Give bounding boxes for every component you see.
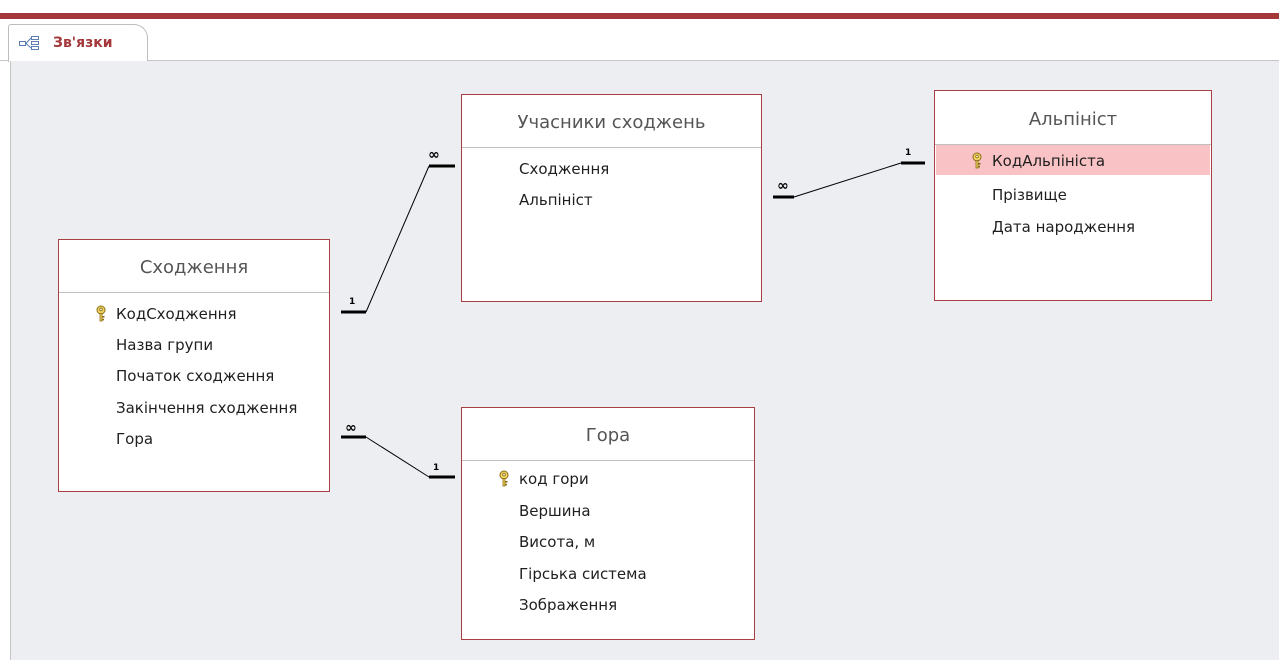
table-title[interactable]: Альпініст (935, 91, 1211, 145)
field-hirska-systema[interactable]: Гірська система (463, 558, 753, 588)
top-strip (0, 0, 1279, 13)
field-data-narodzhennia[interactable]: Дата народження (936, 211, 1210, 241)
field-label: Альпініст (519, 191, 593, 209)
table-title[interactable]: Учасники сходжень (462, 95, 761, 148)
document-tab-row: Зв'язки (0, 19, 1279, 62)
relationships-icon (19, 36, 39, 50)
field-kod-alpinista[interactable]: КодАльпініста (936, 145, 1210, 175)
field-label: Висота, м (519, 533, 596, 551)
field-alpinist[interactable]: Альпініст (463, 184, 760, 214)
field-label: код гори (519, 470, 589, 488)
field-label: КодСходження (116, 305, 237, 323)
field-label: Назва групи (116, 336, 214, 354)
field-label: Вершина (519, 502, 591, 520)
primary-key-icon (972, 152, 982, 169)
table-title[interactable]: Сходження (59, 240, 329, 293)
accent-bar (0, 13, 1279, 19)
field-nazva-hrupy[interactable]: Назва групи (60, 329, 328, 359)
table-hora[interactable]: Гора код гори Вершина Висота, м Гірська … (461, 407, 755, 640)
field-kod-hory[interactable]: код гори (463, 463, 753, 493)
table-uchasnyky-skhodzhen[interactable]: Учасники сходжень Сходження Альпініст (461, 94, 762, 302)
field-label: Початок сходження (116, 367, 275, 385)
field-label: Гірська система (519, 565, 647, 583)
field-kod-skhodzhennia[interactable]: КодСходження (60, 298, 328, 328)
field-prizvyshche[interactable]: Прізвище (936, 179, 1210, 209)
field-label: Закінчення сходження (116, 399, 298, 417)
table-title[interactable]: Гора (462, 408, 754, 461)
field-vershyna[interactable]: Вершина (463, 495, 753, 525)
field-skhodzhennia[interactable]: Сходження (463, 153, 760, 183)
field-label: Зображення (519, 596, 618, 614)
field-label: Дата народження (992, 218, 1136, 236)
tab-label: Зв'язки (53, 35, 113, 51)
field-vysota[interactable]: Висота, м (463, 526, 753, 556)
field-label: КодАльпініста (992, 152, 1106, 170)
primary-key-icon (499, 470, 509, 487)
primary-key-icon (96, 305, 106, 322)
field-label: Гора (116, 430, 154, 448)
tab-relationships[interactable]: Зв'язки (8, 24, 148, 62)
field-pochatok-skhodzhennia[interactable]: Початок сходження (60, 360, 328, 390)
table-alpinist[interactable]: Альпініст КодАльпініста Прізвище Дата на… (934, 90, 1212, 301)
field-label: Прізвище (992, 186, 1067, 204)
field-zobrazhennia[interactable]: Зображення (463, 589, 753, 619)
field-zakinchennia-skhodzhennia[interactable]: Закінчення сходження (60, 392, 328, 422)
table-skhodzhennia[interactable]: Сходження КодСходження Назва групи Почат… (58, 239, 330, 492)
field-hora[interactable]: Гора (60, 423, 328, 453)
field-label: Сходження (519, 160, 610, 178)
